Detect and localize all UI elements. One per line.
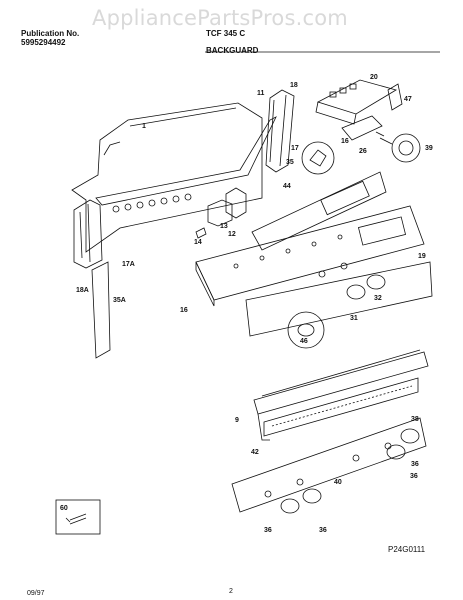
knob-36-b <box>280 498 300 514</box>
timer-knob <box>391 133 421 163</box>
callout: 35 <box>286 159 294 166</box>
callout: 18 <box>290 82 298 89</box>
knob-36-a <box>386 444 406 460</box>
timer-module <box>316 79 398 115</box>
callout: 26 <box>359 148 367 155</box>
knob-detail-circle <box>287 311 325 349</box>
knob-36-c <box>302 488 322 504</box>
lower-trim <box>253 351 429 415</box>
callout: 44 <box>283 183 291 190</box>
clip-detail-circle <box>301 141 335 175</box>
lower-control-panel <box>231 417 427 513</box>
publication-number: 5995294492 <box>21 38 66 47</box>
watermark: AppliancePartsPros.com <box>92 6 348 30</box>
screw-box <box>55 499 101 535</box>
callout: 40 <box>334 479 342 486</box>
knob-31 <box>346 284 366 300</box>
callout: 16 <box>341 138 349 145</box>
frame-trim <box>95 116 277 206</box>
callout: 31 <box>350 315 358 322</box>
callout: 16 <box>180 307 188 314</box>
callout: 13 <box>220 223 228 230</box>
vent-strip <box>263 377 419 437</box>
section-title: BACKGUARD <box>206 46 259 55</box>
face-glass <box>245 261 433 337</box>
callout: 36 <box>264 527 272 534</box>
callout: 14 <box>194 239 202 246</box>
callout: 36 <box>319 527 327 534</box>
callout: 47 <box>404 96 412 103</box>
callout: 17 <box>291 145 299 152</box>
callout: 32 <box>374 295 382 302</box>
panel-holes <box>233 234 343 269</box>
callout: 17A <box>122 261 135 268</box>
knob-32 <box>366 274 386 290</box>
left-bracket <box>91 261 111 359</box>
callout: 36 <box>410 473 418 480</box>
callout: 1 <box>142 123 146 130</box>
frame-holes <box>112 193 192 213</box>
timer-bracket <box>387 83 403 111</box>
right-end-cap <box>265 89 295 173</box>
rear-panel <box>71 102 263 253</box>
callout: 20 <box>370 74 378 81</box>
callout: 46 <box>300 338 308 345</box>
page-number: 2 <box>229 588 233 595</box>
callout: 36 <box>411 461 419 468</box>
callout: 35A <box>113 297 126 304</box>
callout: 18A <box>76 287 89 294</box>
control-panel-upper <box>251 171 387 251</box>
model-number: TCF 345 C <box>206 29 246 38</box>
left-end-cap <box>73 199 103 269</box>
diagram-id: P24G0111 <box>388 545 426 554</box>
callout: 9 <box>235 417 239 424</box>
footer-date: 09/97 <box>27 590 45 597</box>
callout: 38 <box>411 416 419 423</box>
publication-label: Publication No. <box>21 29 80 38</box>
callout: 42 <box>251 449 259 456</box>
knob-38 <box>400 428 420 444</box>
callout: 19 <box>418 253 426 260</box>
callout: 11 <box>257 90 265 97</box>
selector-switch <box>207 199 233 227</box>
callout-labels: 1 11 18 20 47 17 16 35 26 39 44 13 12 14… <box>60 74 433 534</box>
callout: 39 <box>425 145 433 152</box>
switch-panel <box>195 261 215 307</box>
callout: 12 <box>228 231 236 238</box>
overlay <box>341 115 383 141</box>
callout: 60 <box>60 505 68 512</box>
